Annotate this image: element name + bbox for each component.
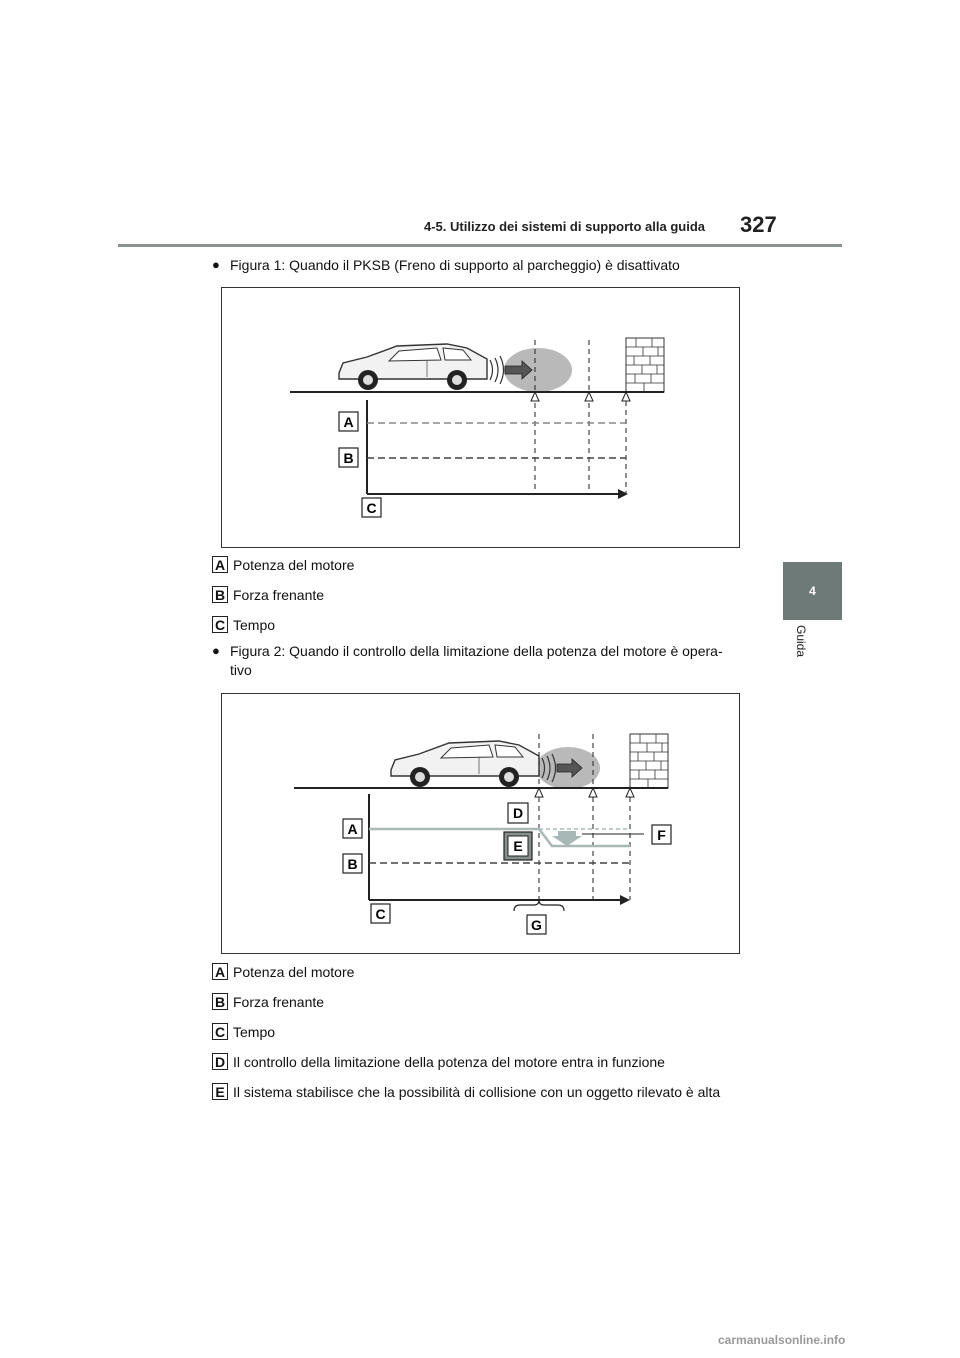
svg-text:C: C xyxy=(366,500,376,516)
svg-text:A: A xyxy=(347,821,357,837)
legend-key: E xyxy=(212,1083,228,1100)
legend-item: D Il controllo della limitazione della p… xyxy=(212,1053,752,1071)
svg-text:F: F xyxy=(657,827,666,843)
figure2-svg: A B C D E F G xyxy=(294,733,672,935)
figure2-caption-line2: tivo xyxy=(230,662,252,678)
motion-arrow-icon xyxy=(504,360,533,380)
tag-e: E xyxy=(503,831,533,861)
svg-text:B: B xyxy=(343,450,353,466)
legend-item: A Potenza del motore xyxy=(212,556,512,574)
page-number: 327 xyxy=(740,212,777,237)
figure2-caption-line1: Figura 2: Quando il controllo della limi… xyxy=(230,643,723,659)
tag-a: A xyxy=(338,411,359,432)
car-icon xyxy=(390,740,540,787)
legend-text: Forza frenante xyxy=(233,994,325,1010)
power-reduction-arrow-icon xyxy=(552,831,582,846)
chapter-tab: 4 xyxy=(783,562,842,620)
legend-key: A xyxy=(212,963,228,980)
legend-key: B xyxy=(212,586,228,603)
figure1-diagram: A B C xyxy=(221,287,740,548)
svg-text:C: C xyxy=(375,906,385,922)
g-brace xyxy=(513,899,565,912)
svg-text:D: D xyxy=(513,805,523,821)
figure2-diagram: A B C D E F G xyxy=(221,693,740,954)
tag-b: B xyxy=(338,447,359,468)
bullet-icon: ● xyxy=(212,257,220,272)
time-markers xyxy=(538,734,631,900)
legend-text: Tempo xyxy=(233,1024,276,1040)
svg-text:B: B xyxy=(347,856,357,872)
time-markers xyxy=(534,340,627,494)
svg-text:E: E xyxy=(513,838,522,854)
legend-item: C Tempo xyxy=(212,616,512,634)
watermark: carmanualsonline.info xyxy=(718,1333,846,1347)
figure1-caption-text: Figura 1: Quando il PKSB (Freno di suppo… xyxy=(230,257,680,273)
motion-arrow-icon xyxy=(556,758,583,778)
wall-icon xyxy=(625,337,665,393)
legend-text: Il sistema stabilisce che la possibilità… xyxy=(233,1084,721,1100)
x-axis-arrowhead xyxy=(620,895,630,905)
legend-text: Tempo xyxy=(233,617,276,633)
chapter-number: 4 xyxy=(809,584,816,598)
marker-triangles xyxy=(530,390,631,402)
legend-text: Il controllo della limitazione della pot… xyxy=(233,1054,665,1070)
car-icon xyxy=(338,343,488,390)
svg-text:A: A xyxy=(343,414,353,430)
svg-text:G: G xyxy=(531,917,542,933)
tag-c: C xyxy=(361,497,382,518)
legend-key: B xyxy=(212,993,228,1010)
tag-a: A xyxy=(342,818,363,839)
legend-item: A Potenza del motore xyxy=(212,963,732,981)
marker-triangles xyxy=(534,786,635,798)
tag-d: D xyxy=(507,802,529,824)
figure2-caption: ● Figura 2: Quando il controllo della li… xyxy=(212,642,742,680)
chapter-label: Guida xyxy=(794,625,808,658)
x-axis-arrowhead xyxy=(618,489,628,499)
legend-item: C Tempo xyxy=(212,1023,732,1041)
engine-power-line xyxy=(369,827,630,848)
legend-text: Potenza del motore xyxy=(233,964,355,980)
figure1-caption: ● Figura 1: Quando il PKSB (Freno di sup… xyxy=(212,256,742,274)
sensor-arcs-icon xyxy=(541,753,557,783)
legend-key: C xyxy=(212,1023,228,1040)
wall-icon xyxy=(629,733,669,789)
figure1-svg: A B C xyxy=(290,337,665,518)
header-divider xyxy=(118,244,842,247)
legend-text: Forza frenante xyxy=(233,587,325,603)
legend-item: B Forza frenante xyxy=(212,586,512,604)
bullet-icon: ● xyxy=(212,643,220,658)
tag-b: B xyxy=(342,853,363,874)
tag-f: F xyxy=(651,824,672,845)
sensor-arcs-icon xyxy=(489,355,505,385)
legend-key: D xyxy=(212,1053,228,1070)
legend-key: C xyxy=(212,616,228,633)
tag-g: G xyxy=(526,914,547,935)
tag-c: C xyxy=(370,903,391,924)
legend-item: B Forza frenante xyxy=(212,993,732,1011)
legend-key: A xyxy=(212,556,228,573)
sensor-wave-icon xyxy=(504,348,572,392)
legend-text: Potenza del motore xyxy=(233,557,355,573)
legend-item: E Il sistema stabilisce che la possibili… xyxy=(212,1083,772,1101)
section-title: 4-5. Utilizzo dei sistemi di supporto al… xyxy=(424,219,705,234)
